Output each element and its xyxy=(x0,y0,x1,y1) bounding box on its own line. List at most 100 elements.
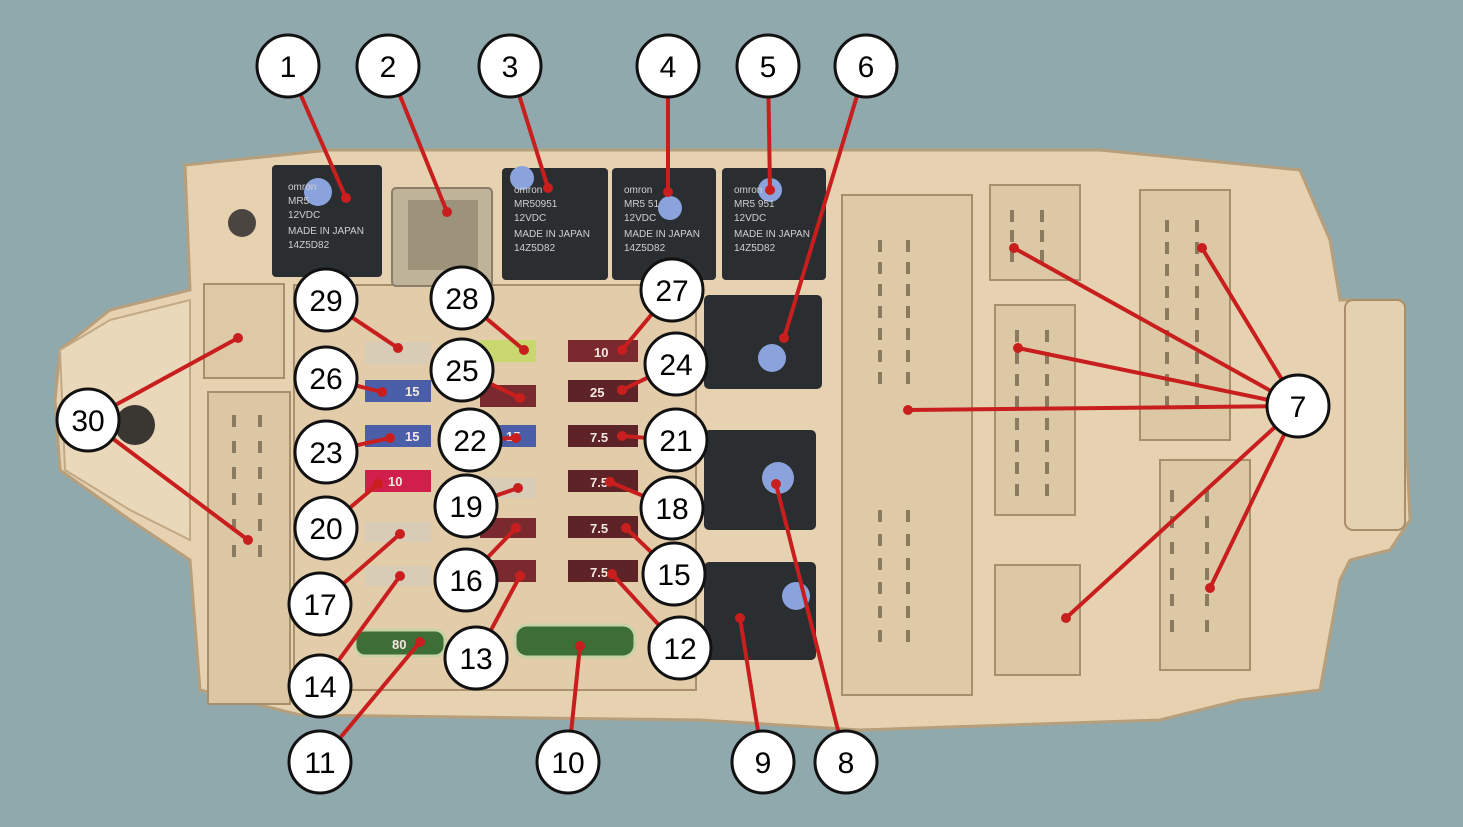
relay-3-brand: omron xyxy=(514,185,542,196)
callout-21: 21 xyxy=(643,407,709,473)
terminal-pin xyxy=(878,328,882,340)
terminal-pin xyxy=(1040,230,1044,242)
terminal-pin xyxy=(1045,418,1049,430)
relay-4-model: MR5 51 xyxy=(624,199,659,210)
terminal-pin xyxy=(1045,352,1049,364)
terminal-pin xyxy=(906,606,910,618)
terminal-pin xyxy=(1045,462,1049,474)
fuse-12 xyxy=(568,560,638,582)
terminal-pin xyxy=(232,467,236,479)
relay-4-origin: MADE IN JAPAN xyxy=(624,229,700,240)
fuse-24-rating: 25 xyxy=(590,385,604,400)
callout-15-number: 15 xyxy=(657,559,690,592)
callout-17-number: 17 xyxy=(303,589,336,622)
terminal-pin xyxy=(1045,374,1049,386)
terminal-pin xyxy=(878,582,882,594)
terminal-pin xyxy=(906,306,910,318)
terminal-pin xyxy=(878,284,882,296)
terminal-pin xyxy=(878,510,882,522)
relay-5-origin: MADE IN JAPAN xyxy=(734,229,810,240)
fuse-21-rating: 7.5 xyxy=(590,430,608,445)
callout-9: 9 xyxy=(730,729,796,795)
terminal-pin xyxy=(232,519,236,531)
callout-22: 22 xyxy=(437,407,503,473)
callout-3-number: 3 xyxy=(502,51,519,84)
callout-18: 18 xyxy=(639,475,705,541)
blue-marker xyxy=(762,462,794,494)
callout-24: 24 xyxy=(643,331,709,397)
side-connector xyxy=(1344,299,1406,531)
fuse-16 xyxy=(480,518,536,538)
blue-marker xyxy=(304,178,332,206)
relay-6 xyxy=(704,295,822,389)
terminal-pin xyxy=(878,558,882,570)
terminal-pin xyxy=(1205,620,1209,632)
callout-4: 4 xyxy=(635,33,701,99)
terminal-pin xyxy=(1195,374,1199,386)
fuse-10 xyxy=(513,623,637,659)
callout-3: 3 xyxy=(477,33,543,99)
terminal-pin xyxy=(1015,484,1019,496)
relay-5-brand: omron xyxy=(734,185,762,196)
callout-14-number: 14 xyxy=(303,671,336,704)
callout-13-number: 13 xyxy=(459,643,492,676)
terminal-pin xyxy=(906,582,910,594)
callout-19: 19 xyxy=(433,473,499,539)
relay-4-voltage: 12VDC xyxy=(624,213,656,224)
connector-7a xyxy=(989,184,1081,281)
relay-1-brand: omron xyxy=(288,182,316,193)
terminal-pin xyxy=(1205,516,1209,528)
terminal-pin xyxy=(906,372,910,384)
relay-4-brand: omron xyxy=(624,185,652,196)
blue-marker xyxy=(758,344,786,372)
blue-marker xyxy=(510,166,534,190)
relay-3-model: MR50951 xyxy=(514,199,558,210)
fuse-18-rating: 7.5 xyxy=(590,475,608,490)
relay-4: omron MR5 51 12VDC MADE IN JAPAN 14Z5D82 xyxy=(612,168,716,280)
terminal-pin xyxy=(258,519,262,531)
callout-23-number: 23 xyxy=(309,437,342,470)
fuses: 15 15 10 15 10 25 7.5 7.5 7.5 7.5 80 xyxy=(353,340,638,659)
callout-26: 26 xyxy=(293,345,359,411)
relay-1-voltage: 12VDC xyxy=(288,210,320,221)
relay-3: omron MR50951 12VDC MADE IN JAPAN 14Z5D8… xyxy=(502,166,608,280)
terminal-pin xyxy=(258,441,262,453)
relay-1-code: 14Z5D82 xyxy=(288,240,330,251)
callout-4-number: 4 xyxy=(660,51,677,84)
terminal-pin xyxy=(1195,330,1199,342)
terminal-pin xyxy=(878,534,882,546)
terminal-pin xyxy=(232,415,236,427)
terminal-pin xyxy=(1015,374,1019,386)
terminal-pin xyxy=(1205,490,1209,502)
mounting-hole xyxy=(115,405,155,445)
relay-5-code: 14Z5D82 xyxy=(734,243,776,254)
relay-3-origin: MADE IN JAPAN xyxy=(514,229,590,240)
terminal-pin xyxy=(878,350,882,362)
terminal-pin xyxy=(232,441,236,453)
callout-5-number: 5 xyxy=(760,51,777,84)
terminal-pin xyxy=(1010,210,1014,222)
callout-8: 8 xyxy=(813,729,879,795)
callout-13: 13 xyxy=(443,625,509,691)
terminal-pin xyxy=(1045,396,1049,408)
terminal-pin xyxy=(878,630,882,642)
callout-12: 12 xyxy=(647,615,713,681)
terminal-pin xyxy=(1165,286,1169,298)
terminal-pin xyxy=(1165,242,1169,254)
callout-2-number: 2 xyxy=(380,51,397,84)
callout-20-number: 20 xyxy=(309,513,342,546)
terminal-pin xyxy=(1195,286,1199,298)
terminal-pin xyxy=(1205,542,1209,554)
terminal-pin xyxy=(906,328,910,340)
fuse-11 xyxy=(353,628,447,658)
terminal-pin xyxy=(1015,352,1019,364)
callout-19-number: 19 xyxy=(449,491,482,524)
terminal-pin xyxy=(1010,250,1014,262)
terminal-pin xyxy=(1040,210,1044,222)
relay-8 xyxy=(704,430,816,530)
fuse-12-rating: 7.5 xyxy=(590,565,608,580)
terminal-pin xyxy=(906,558,910,570)
terminal-pin xyxy=(1165,264,1169,276)
